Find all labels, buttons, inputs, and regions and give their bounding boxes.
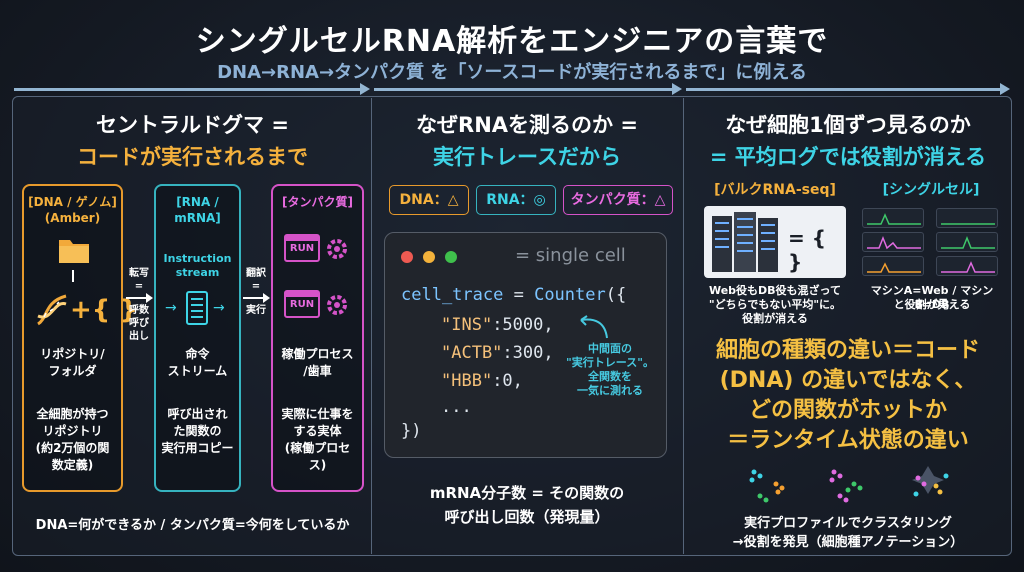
rna-desc-1: 呼び出され — [167, 407, 228, 421]
run-window-icon-2: RUN — [284, 290, 320, 318]
left-footer: DNA=何ができるか / タンパク質=今何をしているか — [35, 518, 350, 533]
code-line-4: "HBB":0, — [441, 371, 523, 391]
rna-box-head-1: [RNA / — [176, 195, 219, 209]
instruction-label-1: Instruction — [163, 252, 232, 265]
conclusion-line-3: どの関数がホットか — [748, 398, 947, 423]
dna-box — [22, 184, 123, 492]
code-line-5: ... — [441, 397, 472, 417]
maximize-dot — [445, 251, 457, 263]
bulk-caption-3: 役割が消える — [742, 312, 808, 325]
right-footer-1: 実行プロファイルでクラスタリング — [744, 516, 952, 531]
bulk-caption-2: "どちらでもない平均"に。 — [708, 298, 842, 311]
bulk-label: [バルクRNA-seq] — [714, 182, 836, 198]
single-caption-1: マシンA=Web / マシンB=DB — [870, 284, 994, 311]
left-heading-2: コードが実行されるまで — [77, 145, 308, 169]
rna-box-head-2: mRNA] — [174, 211, 221, 225]
instruction-label-2: stream — [175, 266, 220, 279]
cluster-scatter-icon — [749, 466, 949, 503]
right-heading-2: = 平均ログでは役割が消える — [709, 145, 987, 169]
curved-arrow-icon — [580, 315, 608, 339]
dna-desc-1: 全細胞が持つ — [36, 407, 109, 421]
dna-desc-4: 数定義) — [51, 458, 94, 472]
code-line-2: "INS":5000, — [441, 315, 554, 335]
dna-connector — [72, 270, 74, 282]
divider-2 — [683, 98, 684, 554]
protein-label-2: /歯車 — [303, 364, 332, 378]
single-cell-label: [シングルセル] — [882, 182, 980, 198]
code-line-1: cell_trace = Counter({ — [401, 285, 627, 305]
trace-note-1: 中間面の — [588, 342, 632, 355]
run-window-icon-1: RUN — [284, 234, 320, 262]
divider-1 — [371, 98, 372, 554]
protein-label-1: 稼働プロセス — [281, 347, 354, 361]
rna-box — [154, 184, 241, 492]
rna-desc-3: 実行用コピー — [161, 441, 234, 455]
rna-desc-2: た関数の — [173, 424, 222, 438]
protein-desc-3: (稼働プロセ — [284, 441, 351, 455]
dna-label-1: リポジトリ/ — [40, 347, 105, 361]
folder-icon — [59, 240, 89, 263]
conclusion-line-4: ＝ランタイム状態の違い — [727, 428, 969, 453]
dna-label-2: フォルダ — [48, 364, 97, 378]
page-title: シングルセルRNA解析をエンジニアの言葉で — [195, 24, 829, 59]
trace-note-2: "実行トレース"。 — [566, 356, 654, 369]
right-heading-1: なぜ細胞1個ずつ見るのか — [725, 113, 971, 137]
gear-icon — [327, 295, 347, 315]
dna-helix-icon — [37, 294, 67, 326]
middle-heading-2: 実行トレースだから — [433, 145, 621, 169]
close-dot — [401, 251, 413, 263]
bulk-caption-1: Web役もDB役も混ざって — [708, 284, 842, 297]
instruction-stream-icon: → → — [165, 291, 225, 325]
trace-note-3: 全関数を — [588, 370, 632, 383]
gear-icon — [327, 239, 347, 259]
middle-footer-2: 呼び出し回数（発現量） — [444, 508, 610, 526]
protein-desc-4: ス) — [308, 458, 327, 472]
protein-desc-2: する実体 — [293, 424, 342, 438]
page-subtitle: DNA→RNA→タンパク質 を「ソースコードが実行されるまで」に例える — [217, 62, 807, 83]
server-rack-icon — [712, 212, 778, 272]
right-footer-2: →役割を発見（細胞種アノテーション） — [732, 535, 964, 550]
bulk-image: = { } — [704, 206, 846, 278]
minimize-dot — [423, 251, 435, 263]
svg-text:→: → — [165, 300, 177, 316]
middle-footer-1: mRNA分子数 = その関数の — [429, 484, 625, 502]
left-heading-1: セントラルドグマ = — [96, 113, 289, 137]
protein-desc-1: 実際に仕事を — [281, 407, 354, 421]
dna-desc-2: リポジトリ — [42, 424, 103, 438]
middle-heading-1: なぜRNAを測るのか = — [416, 113, 638, 137]
tag-protein: タンパク質：△ — [563, 185, 673, 215]
code-comment: = single cell — [515, 245, 626, 266]
empty-braces: = { } — [788, 226, 826, 274]
rna-label-1: 命令 — [185, 347, 210, 361]
dna-box-head-1: [DNA / ゲノム] — [28, 195, 117, 209]
tag-rna: RNA：◎ — [476, 185, 556, 215]
dna-desc-3: (約2万個の関 — [35, 441, 110, 455]
protein-box-head: [タンパク質] — [282, 195, 353, 209]
rna-label-2: ストリーム — [167, 364, 228, 378]
plus-braces-icon: +{ } — [70, 295, 138, 325]
dna-box-head-2: (Amber) — [44, 211, 101, 225]
trace-note-4: 一気に測れる — [577, 384, 643, 397]
conclusion-line-2: (DNA) の違いではなく、 — [719, 368, 977, 393]
tag-dna: DNA：△ — [389, 185, 469, 215]
code-window: = single cell cell_trace = Counter({ "IN… — [384, 232, 667, 458]
code-line-3: "ACTB":300, — [441, 343, 554, 363]
conclusion-line-1: 細胞の種類の違い＝コード — [715, 338, 980, 363]
code-line-6: }) — [401, 421, 422, 441]
single-caption-2: と役割が見える — [893, 298, 971, 311]
svg-text:→: → — [213, 300, 225, 316]
